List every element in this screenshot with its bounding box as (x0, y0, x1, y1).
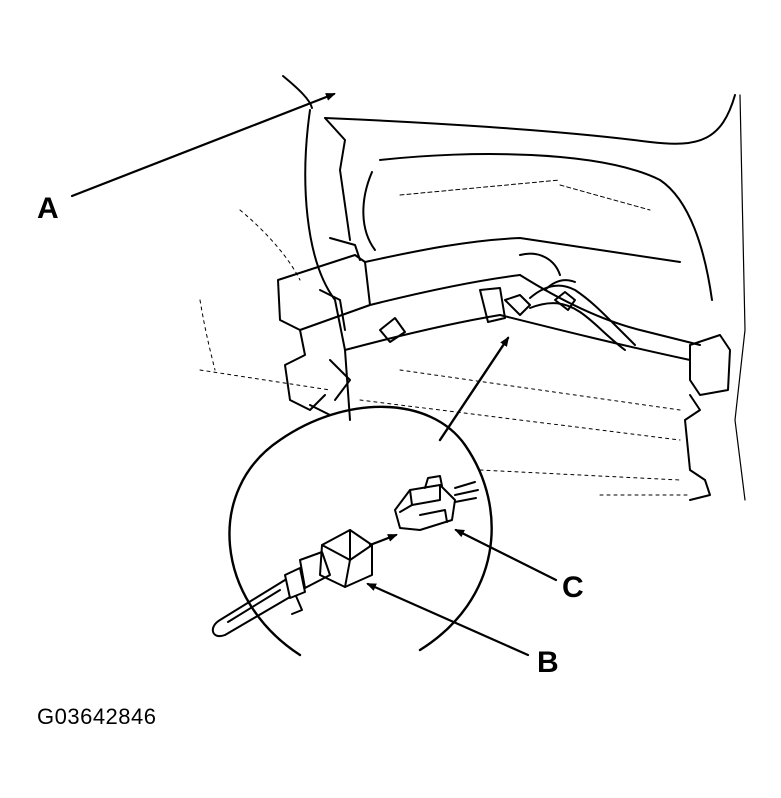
seat-frame (277, 109, 731, 501)
leader-a (70, 92, 336, 198)
leader-c (454, 528, 558, 582)
callout-c: C (562, 571, 584, 604)
leader-b (366, 582, 530, 657)
leader-a-curve (282, 75, 313, 109)
mounted-harness (479, 252, 636, 351)
floor-lines (199, 209, 691, 496)
pointer-to-connector (438, 336, 510, 442)
callout-a: A (37, 192, 59, 225)
callout-b: B (537, 646, 559, 679)
connector-c-drawing (394, 475, 479, 531)
mating-arrow (368, 533, 398, 547)
seat-back-outline (324, 94, 746, 501)
detail-circle (228, 405, 493, 657)
figure-id: G03642846 (37, 704, 157, 729)
connector-b-drawing (211, 529, 373, 638)
